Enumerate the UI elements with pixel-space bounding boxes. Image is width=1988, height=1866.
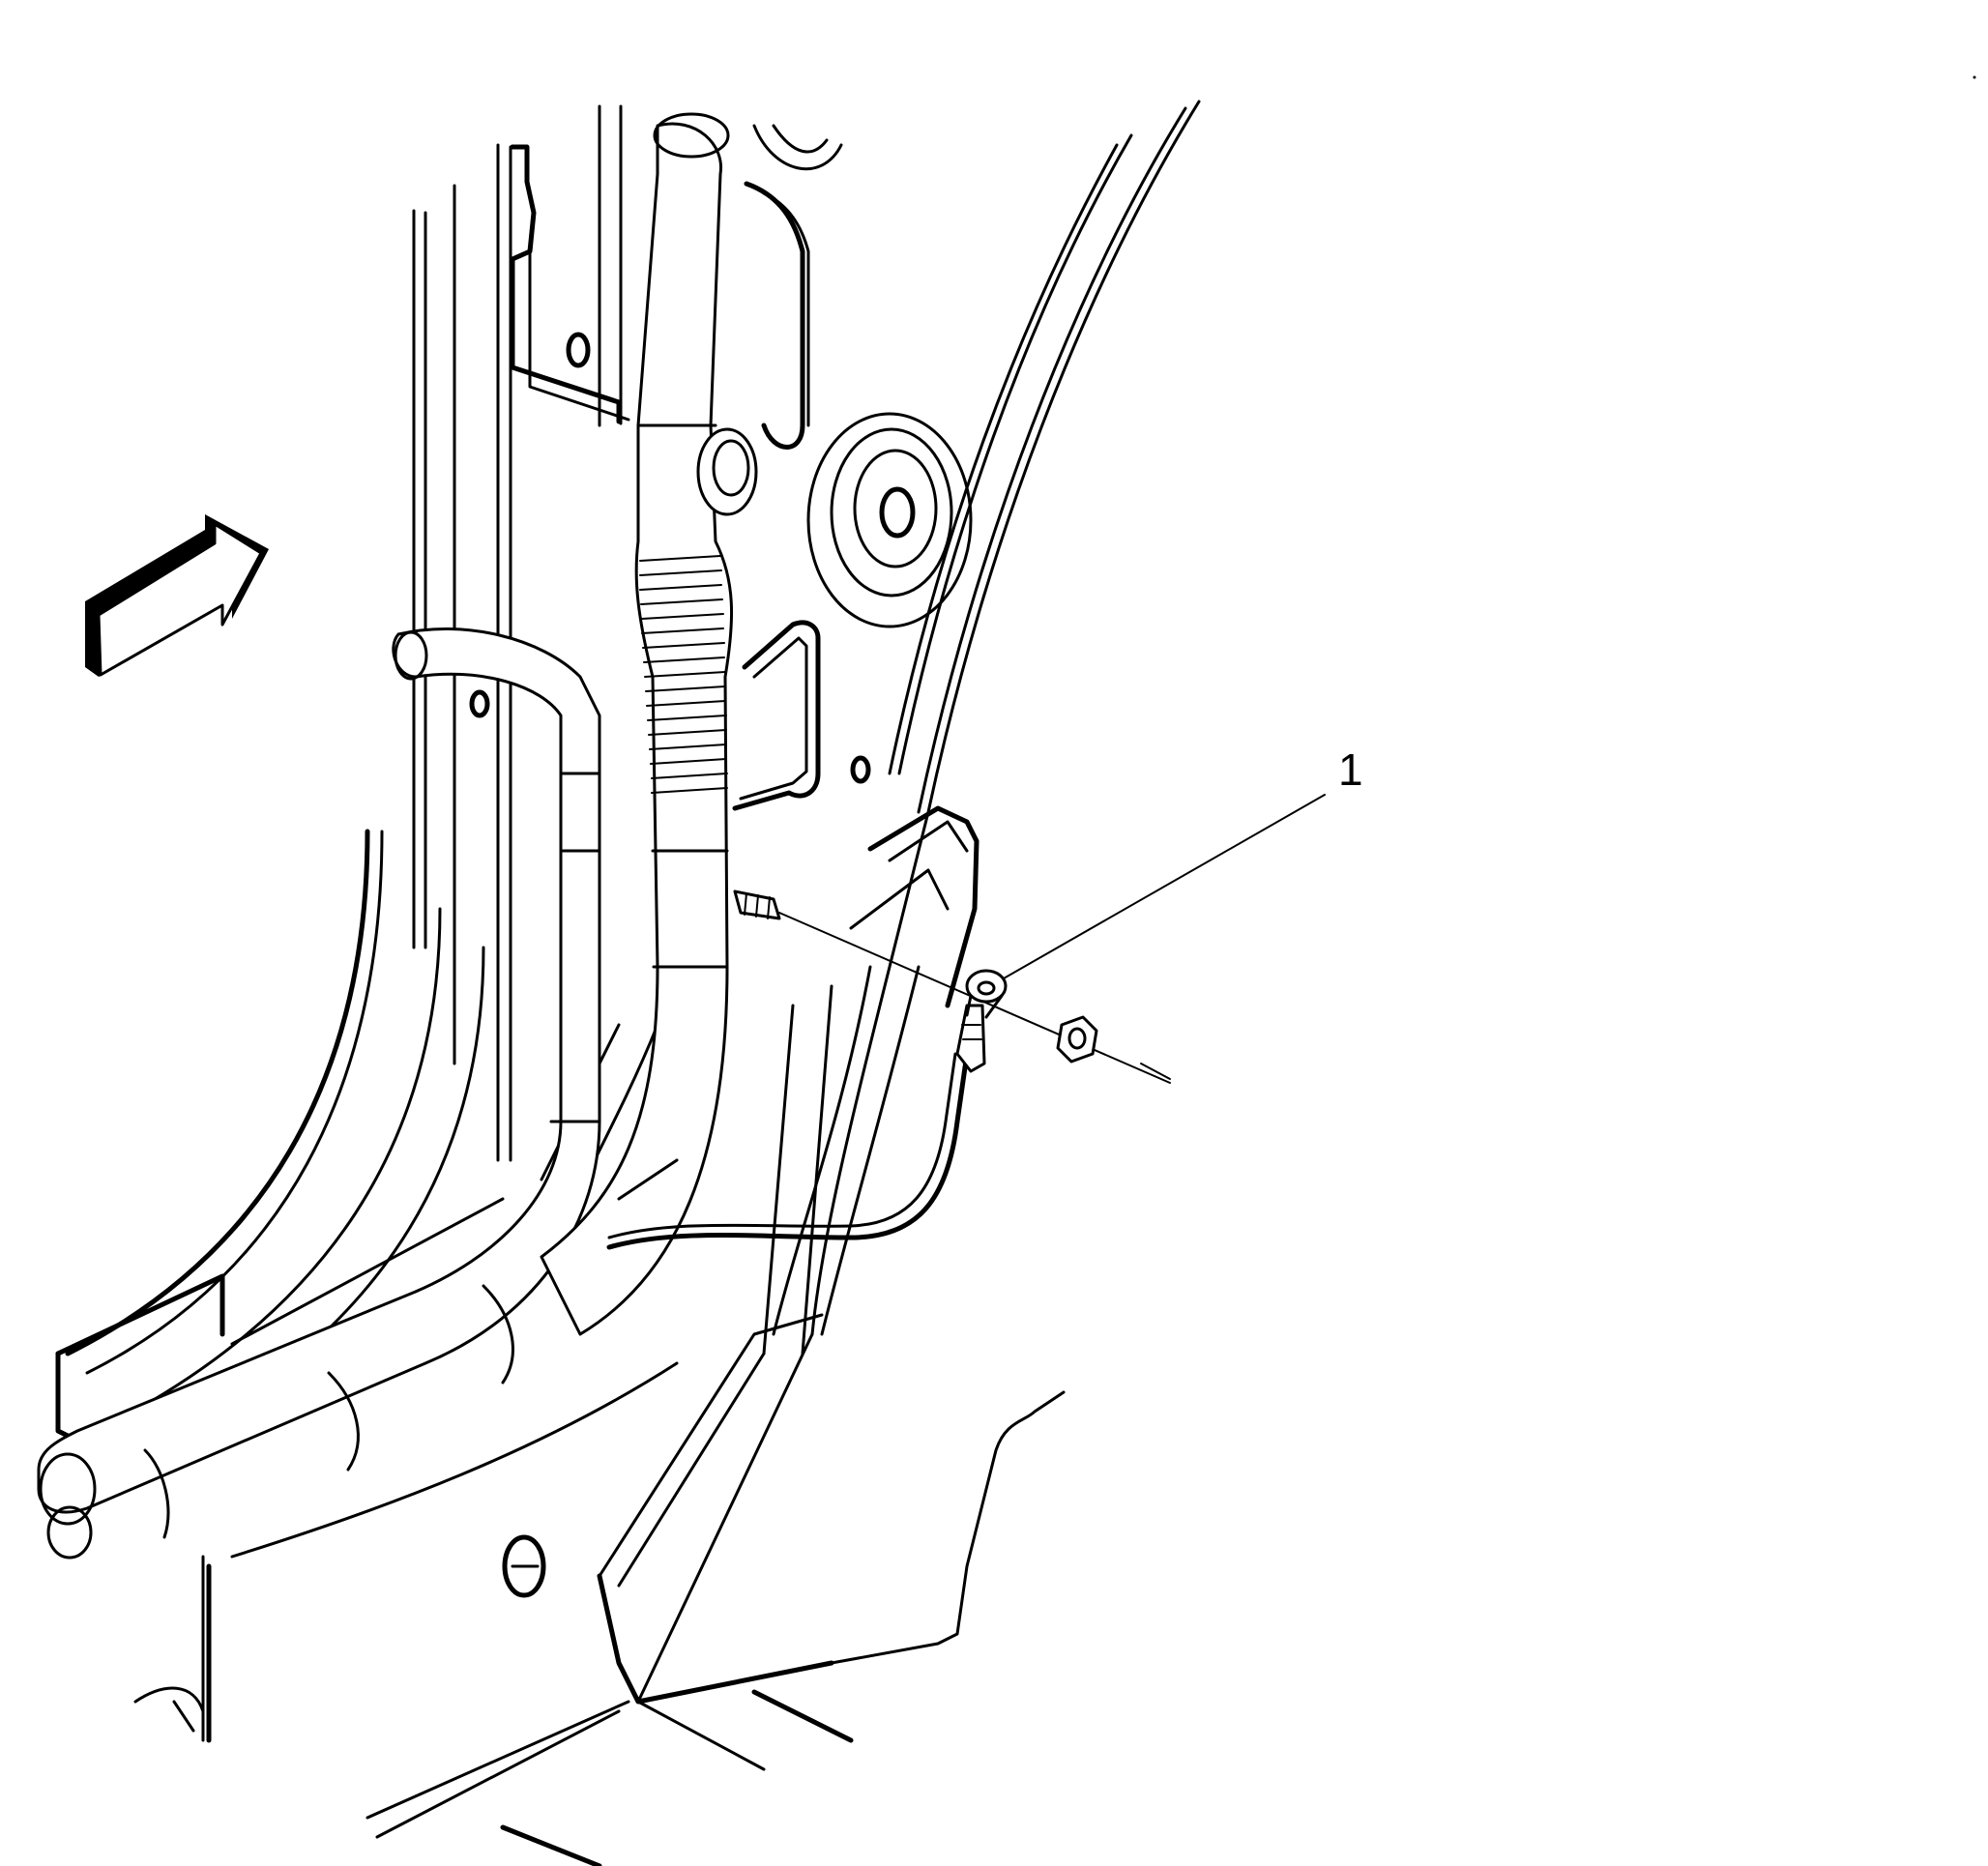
pillar-structure <box>55 104 659 1472</box>
grommet-small <box>696 427 758 516</box>
wiring-harness-conduit <box>540 112 734 1336</box>
body-panel-right <box>762 100 1201 1356</box>
stud-icon <box>733 889 781 920</box>
ground-wire <box>606 1004 986 1250</box>
conduit-ribs <box>639 555 728 794</box>
ground-eyelet-icon <box>965 969 1008 1019</box>
floor-panel <box>133 1313 1066 1866</box>
assembly-axis-dash <box>1140 1063 1171 1080</box>
nut-icon <box>1056 1015 1098 1064</box>
callout-1-leader-line <box>1003 794 1326 979</box>
callout-1: 1 <box>1003 744 1363 979</box>
hose-tube <box>37 627 601 1560</box>
callout-1-label: 1 <box>1338 744 1363 795</box>
grommet-large <box>806 412 973 628</box>
grommet-top <box>752 124 843 171</box>
corner-mark <box>1973 75 1976 79</box>
panel-openings <box>469 181 871 811</box>
direction-arrow-icon <box>85 514 269 677</box>
